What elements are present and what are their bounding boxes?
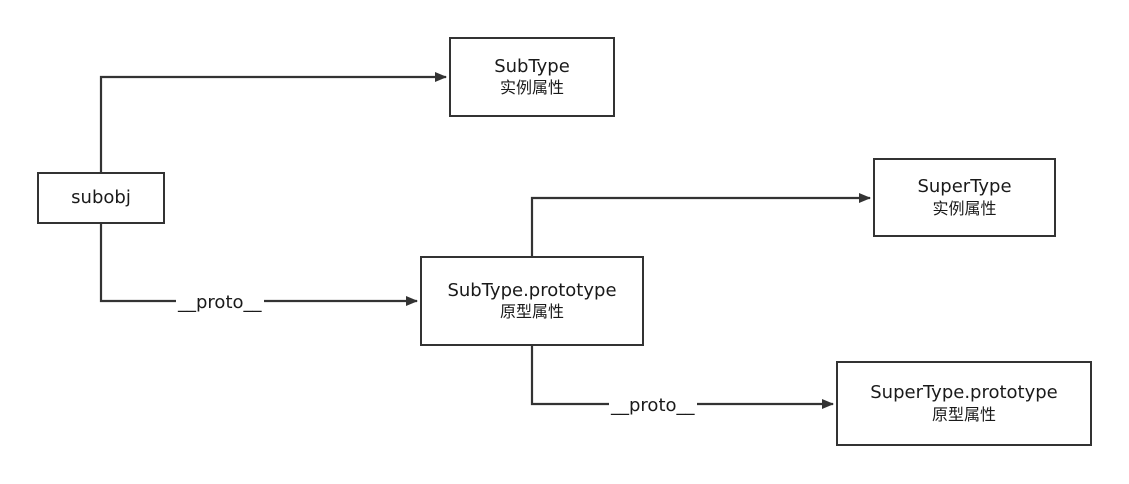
node-subtype-prototype: SubType.prototype 原型属性 bbox=[420, 256, 644, 346]
node-subtype: SubType 实例属性 bbox=[449, 37, 615, 117]
node-supertype-subtitle: 实例属性 bbox=[932, 198, 997, 218]
node-supertype: SuperType 实例属性 bbox=[873, 158, 1056, 237]
node-supertype-prototype-title: SuperType.prototype bbox=[870, 382, 1058, 404]
node-subtype-prototype-subtitle: 原型属性 bbox=[499, 302, 564, 322]
node-subtype-prototype-title: SubType.prototype bbox=[447, 279, 617, 301]
node-subtype-subtitle: 实例属性 bbox=[499, 78, 564, 98]
edge-label-proto-subobj: __proto__ bbox=[176, 292, 264, 314]
node-subobj: subobj bbox=[37, 172, 165, 224]
node-supertype-prototype: SuperType.prototype 原型属性 bbox=[836, 361, 1092, 446]
connector-subtype-prototype-to-supertype-prototype bbox=[530, 346, 834, 409]
node-subobj-title: subobj bbox=[71, 186, 131, 208]
connector-subtype-prototype-to-supertype bbox=[530, 193, 871, 256]
edge-label-proto-subtype-prototype: __proto__ bbox=[609, 395, 697, 417]
connector-subobj-to-subtype bbox=[99, 72, 447, 172]
node-subtype-title: SubType bbox=[494, 55, 570, 77]
node-supertype-prototype-subtitle: 原型属性 bbox=[931, 404, 996, 424]
node-supertype-title: SuperType bbox=[917, 176, 1012, 198]
connector-subobj-to-subtype-prototype bbox=[99, 224, 418, 306]
